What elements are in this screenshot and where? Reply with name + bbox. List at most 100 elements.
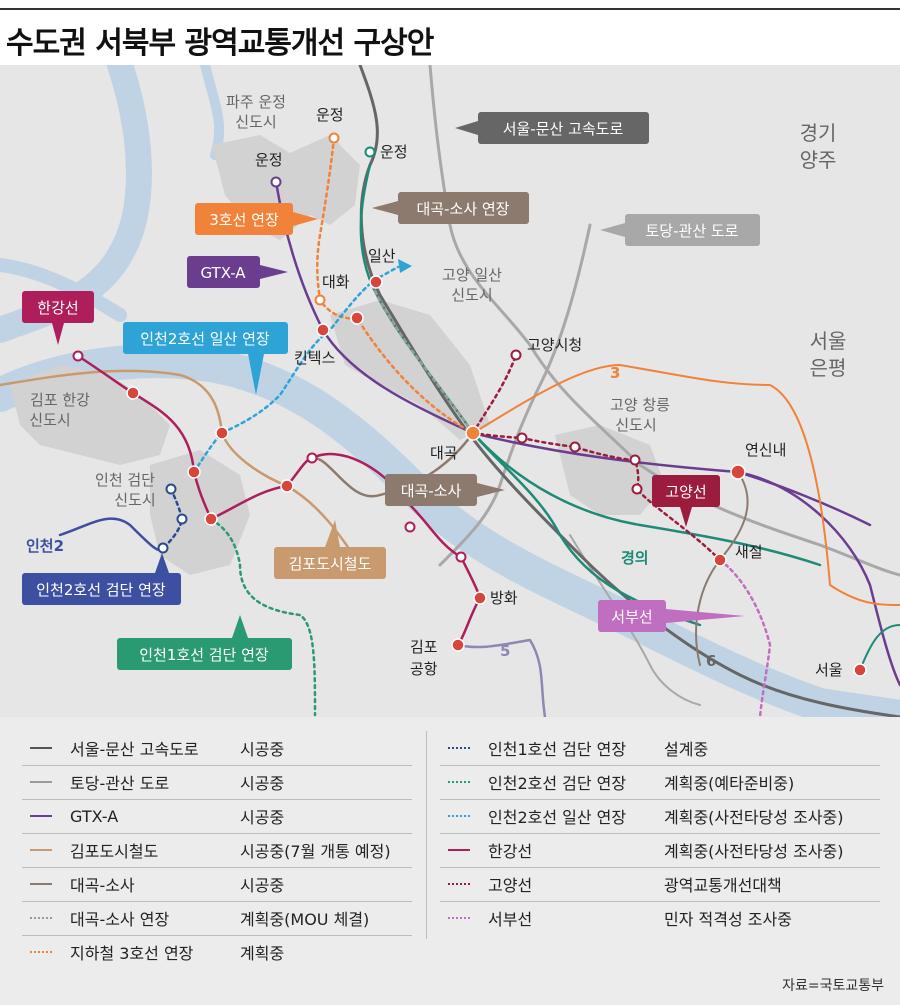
legend-status: 시공중(7월 개통 예정) (240, 842, 391, 861)
legend-swatch (448, 815, 470, 817)
legend-swatch (448, 849, 470, 851)
svg-text:양주: 양주 (800, 148, 837, 172)
legend-item: 서부선 민자 적격성 조사중 (440, 901, 880, 935)
station-yeonsinnae: 연신내 (745, 441, 786, 459)
callout-incheon2-geomdan (22, 573, 181, 605)
legend-status: 계획중(사전타당성 조사중) (664, 842, 844, 861)
legend-separator (22, 833, 412, 834)
svg-text:신도시: 신도시 (235, 113, 276, 131)
svg-text:인천2호선 검단 연장: 인천2호선 검단 연장 (36, 581, 166, 599)
callout-incheon1-geomdan (117, 638, 292, 670)
station-ilsan: 일산 (368, 247, 396, 265)
callout-incheon2-ilsan (123, 322, 288, 354)
legend-separator (22, 765, 412, 766)
legend-separator (22, 901, 412, 902)
callout-todang-gwansan (625, 214, 760, 246)
callout-line3-ext (195, 203, 293, 235)
legend-swatch (30, 917, 52, 919)
line-5-label: 5 (500, 642, 510, 660)
legend-name: 서울-문산 고속도로 (70, 740, 199, 759)
svg-text:토당-관산 도로: 토당-관산 도로 (646, 222, 739, 240)
legend-status: 계획중 (240, 944, 285, 963)
svg-text:대곡-소사 연장: 대곡-소사 연장 (417, 200, 510, 218)
station-kintex: 킨텍스 (294, 349, 336, 367)
legend-swatch (30, 747, 52, 749)
svg-text:인천2호선 일산 연장: 인천2호선 일산 연장 (140, 330, 270, 348)
legend-separator (440, 867, 880, 868)
area-seoul-eunpyeong: 서울 (810, 329, 847, 353)
legend-item: GTX-A 시공중 (22, 799, 412, 833)
station-goyang-cityhall: 고양시청 (527, 336, 582, 354)
legend-name: 한강선 (488, 842, 533, 861)
legend-name: 고양선 (488, 876, 533, 895)
legend-separator (22, 799, 412, 800)
legend-name: 인천2호선 일산 연장 (488, 808, 627, 827)
area-labels: 파주 운정 신도시 고양 일산 신도시 김포 한강 신도시 인천 검단 신도시 … (29, 93, 846, 509)
area-incheon-geomdan: 인천 검단 (95, 471, 155, 489)
line-number-labels: 3 5 6 인천2 경의 (26, 364, 716, 670)
callout-seobu (598, 600, 666, 632)
svg-text:서부선: 서부선 (611, 608, 652, 626)
legend-name: 서부선 (488, 910, 533, 929)
legend-name: 대곡-소사 (70, 876, 135, 895)
legend-swatch (30, 883, 52, 885)
svg-text:신도시: 신도시 (615, 416, 656, 434)
transit-map: 파주 운정 신도시 고양 일산 신도시 김포 한강 신도시 인천 검단 신도시 … (0, 65, 900, 717)
station-saejeol: 새절 (735, 543, 763, 561)
legend-item: 한강선 계획중(사전타당성 조사중) (440, 833, 880, 867)
legend-item: 인천2호선 검단 연장 계획중(예타준비중) (440, 765, 880, 799)
legend-separator (22, 935, 412, 936)
line-6-label: 6 (706, 652, 716, 670)
legend-name: 지하철 3호선 연장 (70, 944, 194, 963)
callout-hangang (22, 291, 94, 323)
svg-text:은평: 은평 (810, 356, 847, 380)
legend-name: 인천2호선 검단 연장 (488, 774, 627, 793)
gyeongui-label: 경의 (621, 549, 649, 567)
callouts: 서울-문산 고속도로 대곡-소사 연장 3호선 연장 토당-관산 도로 GTX-… (22, 112, 760, 670)
svg-text:신도시: 신도시 (29, 411, 70, 429)
svg-text:GTX-A: GTX-A (200, 264, 246, 282)
station-gimpo-airport: 김포 (410, 638, 438, 656)
area-goyang-ilsan: 고양 일산 (442, 266, 502, 284)
legend-separator (440, 765, 880, 766)
svg-text:김포도시철도: 김포도시철도 (289, 555, 372, 573)
area-paju: 파주 운정 (226, 93, 286, 111)
legend-status: 설계중 (664, 740, 709, 759)
callout-daegok-sosa (385, 474, 477, 506)
legend-status: 광역교통개선대책 (664, 876, 782, 895)
legend-separator (440, 901, 880, 902)
page-title: 수도권 서북부 광역교통개선 구상안 (6, 26, 434, 61)
legend-name: GTX-A (70, 806, 119, 826)
station-labels: 운정 운정 운정 일산 대화 킨텍스 고양시청 대곡 연신내 새절 방화 김포 … (255, 106, 843, 679)
callout-gtx-a (187, 256, 260, 288)
svg-text:3호선 연장: 3호선 연장 (209, 211, 279, 229)
transfer-stations (126, 275, 867, 677)
legend-swatch (448, 917, 470, 919)
area-gimpo-hangang: 김포 한강 (30, 391, 90, 409)
svg-text:대곡-소사: 대곡-소사 (401, 482, 462, 500)
legend-separator (440, 833, 880, 834)
legend-name: 대곡-소사 연장 (70, 910, 170, 929)
legend-status: 계획중(예타준비중) (664, 774, 795, 793)
legend-status: 계획중(MOU 체결) (240, 910, 370, 929)
stations (72, 132, 643, 563)
top-rule (0, 8, 900, 10)
legend-status: 계획중(사전타당성 조사중) (664, 808, 844, 827)
legend-swatch (30, 951, 52, 953)
legend-status: 시공중 (240, 876, 285, 895)
source-credit: 자료=국토교통부 (782, 978, 884, 994)
legend-swatch (448, 747, 470, 749)
station-unjeong-a: 운정 (316, 106, 344, 124)
station-banghwa: 방화 (490, 589, 518, 607)
legend-status: 민자 적격성 조사중 (664, 910, 792, 929)
legend-status: 시공중 (240, 808, 285, 827)
station-seoul: 서울 (815, 661, 843, 679)
legend-item: 대곡-소사 연장 계획중(MOU 체결) (22, 901, 412, 935)
callout-daegok-sosa-ext (398, 192, 529, 224)
extension-arrow (398, 259, 412, 273)
legend-item: 지하철 3호선 연장 계획중 (22, 935, 412, 969)
svg-text:신도시: 신도시 (114, 491, 155, 509)
